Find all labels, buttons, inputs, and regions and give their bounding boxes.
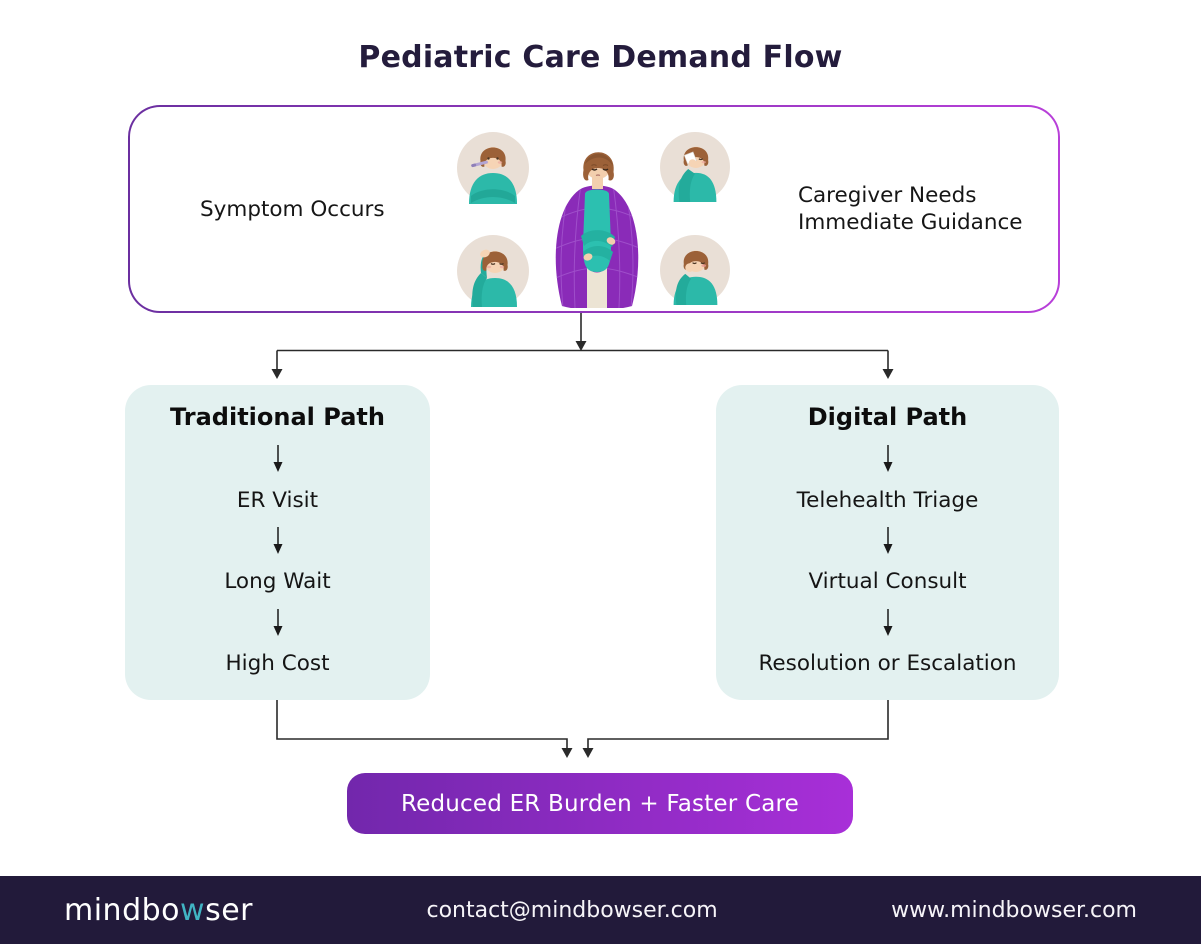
digital-step-1: Telehealth Triage <box>796 487 979 513</box>
sick-children-illustration-cluster <box>454 112 736 310</box>
traditional-path-title: Traditional Path <box>170 403 385 431</box>
traditional-path-box: Traditional Path ER Visit Long Wait High… <box>125 385 430 700</box>
symptom-box: Symptom Occurs <box>128 105 1060 313</box>
caregiver-needs-line1: Caregiver Needs <box>798 183 977 208</box>
down-arrow-icon <box>271 526 285 555</box>
digital-path-box: Digital Path Telehealth Triage Virtual C… <box>716 385 1059 700</box>
contact-email[interactable]: contact@mindbowser.com <box>426 897 718 923</box>
logo-suffix: ser <box>205 892 253 928</box>
child-blowing-nose-avatar-icon <box>660 132 730 202</box>
logo-prefix: mindbo <box>64 892 181 928</box>
down-arrow-icon <box>271 445 285 473</box>
traditional-step-3: High Cost <box>225 650 330 676</box>
caregiver-needs-label: Caregiver Needs Immediate Guidance <box>798 107 1023 311</box>
branch-connector-lines <box>271 313 894 379</box>
footer-bar: mindbowser contact@mindbowser.com www.mi… <box>0 876 1201 944</box>
digital-step-3: Resolution or Escalation <box>758 650 1017 676</box>
child-fever-check-avatar-icon <box>457 235 529 307</box>
down-arrow-icon <box>881 445 895 473</box>
down-arrow-icon <box>881 526 895 555</box>
page-title: Pediatric Care Demand Flow <box>358 40 843 75</box>
down-arrow-icon <box>271 608 285 637</box>
child-wrapped-in-blanket-illustration <box>547 140 647 308</box>
logo-accent-letter: w <box>180 892 206 928</box>
mindbowser-logo: mindbowser <box>64 893 253 928</box>
symptom-occurs-label: Symptom Occurs <box>200 196 385 222</box>
website-url[interactable]: www.mindbowser.com <box>891 897 1137 923</box>
child-thermometer-avatar-icon <box>457 132 529 204</box>
traditional-step-1: ER Visit <box>236 487 319 513</box>
digital-path-title: Digital Path <box>807 403 968 431</box>
traditional-step-2: Long Wait <box>224 569 331 595</box>
down-arrow-icon <box>881 608 895 637</box>
child-coughing-avatar-icon <box>660 235 730 305</box>
caregiver-needs-line2: Immediate Guidance <box>798 210 1023 235</box>
outcome-banner: Reduced ER Burden + Faster Care <box>347 773 853 834</box>
merge-connector-lines <box>276 700 889 758</box>
digital-step-2: Virtual Consult <box>808 569 967 595</box>
